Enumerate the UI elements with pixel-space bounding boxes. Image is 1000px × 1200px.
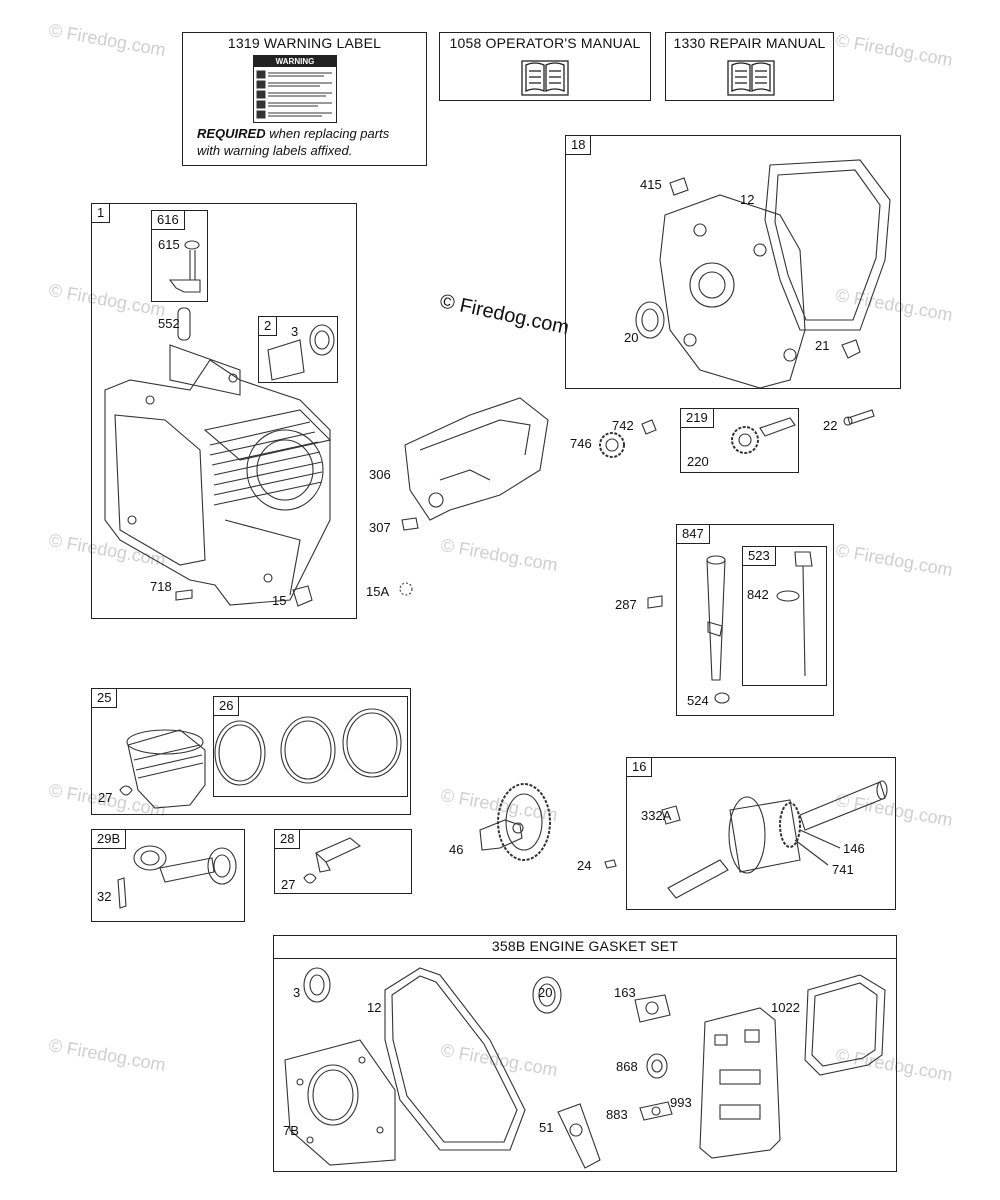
part-27-label: 27 [281,877,296,892]
part-306-label: 306 [369,467,391,482]
part-27-label: 27 [98,790,113,805]
group-847-dipstick-box: 847 [676,524,834,716]
group-2-box: 2 [258,316,338,383]
group-523-tag: 523 [742,546,776,566]
group-28-pin-box: 28 [274,829,412,894]
part-15a-label: 15A [366,584,390,599]
group-28-tag: 28 [274,829,301,849]
part-615-label: 615 [158,237,180,252]
warning-label-title: 1319 WARNING LABEL [227,35,382,51]
group-2-tag: 2 [258,316,278,336]
warning-label-box: 1319 WARNING LABEL WARNING REQUIRED when… [182,32,427,166]
part-883-label: 883 [606,1107,628,1122]
gasket-set-title: 358B ENGINE GASKET SET [491,938,679,954]
part-718-label: 718 [150,579,172,594]
part-51-label: 51 [539,1120,554,1135]
part-868-label: 868 [616,1059,638,1074]
group-616-box: 616 [151,210,208,302]
group-18-crankcase-cover-box: 18 [565,135,901,389]
part-20-label: 20 [538,985,553,1000]
group-847-tag: 847 [676,524,710,544]
part-220-label: 220 [687,454,709,469]
group-1-cylinder-box: 1 [91,203,357,619]
part-46-label: 46 [449,842,464,857]
part-741-label: 741 [832,862,854,877]
part-3-label: 3 [291,324,299,339]
part-1022-label: 1022 [771,1000,800,1015]
part-993-label: 993 [670,1095,692,1110]
book-icon [521,60,569,96]
repair-manual-box: 1330 REPAIR MANUAL [665,32,834,101]
group-523-box: 523 [742,546,827,686]
warning-sticker-lines [256,70,332,119]
warning-sticker: WARNING [253,55,337,123]
part-842-label: 842 [747,587,769,602]
operators-manual-box: 1058 OPERATOR'S MANUAL [439,32,651,101]
group-219-tag: 219 [680,408,714,428]
part-22-label: 22 [823,418,838,433]
part-524-label: 524 [687,693,709,708]
part-746-label: 746 [570,436,592,451]
required-note: REQUIRED when replacing parts with warni… [197,126,390,158]
part-146-label: 146 [843,841,865,856]
book-icon [727,60,775,96]
part-12-label: 12 [740,192,755,207]
part-15-label: 15 [272,593,287,608]
part-332a-label: 332A [641,808,672,823]
group-18-tag: 18 [565,135,592,155]
part-287-label: 287 [615,597,637,612]
part-32-label: 32 [97,889,112,904]
operators-manual-title: 1058 OPERATOR'S MANUAL [449,35,641,51]
group-616-tag: 616 [151,210,185,230]
group-16-tag: 16 [626,757,653,777]
part-20-label: 20 [624,330,639,345]
part-552-label: 552 [158,316,180,331]
group-16-crankshaft-box: 16 [626,757,896,910]
part-307-label: 307 [369,520,391,535]
part-3-label: 3 [293,985,301,1000]
repair-manual-title: 1330 REPAIR MANUAL [673,35,826,51]
warning-sticker-heading: WARNING [254,56,336,67]
gasket-set-box: 358B ENGINE GASKET SET [273,935,897,1172]
part-7b-label: 7B [283,1123,299,1138]
part-24-label: 24 [577,858,592,873]
group-26-tag: 26 [213,696,240,716]
group-1-tag: 1 [91,203,111,223]
part-163-label: 163 [614,985,636,1000]
part-12-label: 12 [367,1000,382,1015]
group-26-rings-box: 26 [213,696,408,797]
group-29b-tag: 29B [91,829,127,849]
group-25-tag: 25 [91,688,118,708]
group-29b-rod-box: 29B [91,829,245,922]
part-742-label: 742 [612,418,634,433]
part-415-label: 415 [640,177,662,192]
part-21-label: 21 [815,338,830,353]
gasket-set-header [274,936,896,959]
group-219-box: 219 [680,408,799,473]
group-25-piston-box: 25 [91,688,411,815]
